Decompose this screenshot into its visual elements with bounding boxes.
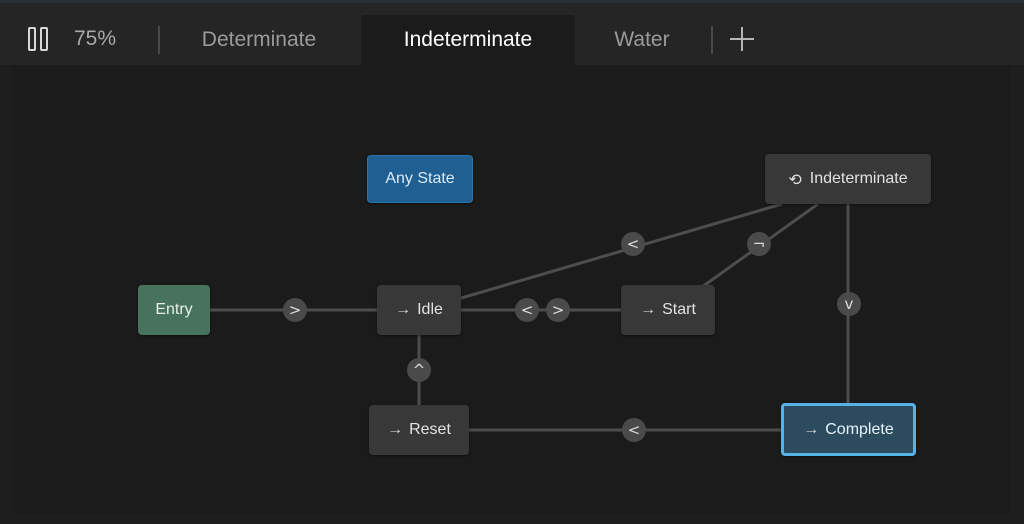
zoom-level[interactable]: 75% bbox=[74, 27, 117, 50]
arrow-icon: → bbox=[387, 421, 404, 438]
state-label: Start bbox=[662, 301, 696, 318]
tab-water[interactable]: Water bbox=[614, 28, 670, 51]
tab-indeterminate[interactable]: Indeterminate bbox=[361, 15, 575, 65]
state-label: Complete bbox=[825, 420, 894, 438]
transition-start-indeterminate-chevron-icon[interactable]: ¬ bbox=[747, 232, 771, 256]
state-label: Any State bbox=[385, 170, 455, 187]
transition-idle-start-chevron-right-icon[interactable]: > bbox=[546, 298, 570, 322]
window-top-border bbox=[0, 0, 1024, 3]
state-indeterminate[interactable]: ⟲ Indeterminate bbox=[765, 154, 931, 204]
state-label: Indeterminate bbox=[809, 170, 908, 187]
state-label: Entry bbox=[155, 301, 193, 318]
transition-entry-idle-chevron-right-icon[interactable]: > bbox=[283, 298, 307, 322]
add-tab-icon[interactable] bbox=[728, 25, 756, 53]
arrow-icon: → bbox=[640, 301, 657, 318]
loop-icon: ⟲ bbox=[788, 169, 802, 189]
state-label: Idle bbox=[417, 301, 443, 318]
state-entry[interactable]: Entry bbox=[138, 285, 210, 335]
toolbar-divider bbox=[711, 26, 713, 54]
transition-start-idle-chevron-left-icon[interactable]: < bbox=[515, 298, 539, 322]
state-start[interactable]: → Start bbox=[621, 285, 715, 335]
state-reset[interactable]: → Reset bbox=[369, 405, 469, 455]
transition-indeterminate-complete-chevron-down-icon[interactable]: v bbox=[837, 292, 861, 316]
transition-indeterminate-idle-chevron-left-icon[interactable]: < bbox=[621, 232, 645, 256]
transition-complete-reset-chevron-left-icon[interactable]: < bbox=[622, 418, 646, 442]
toolbar-divider bbox=[158, 26, 160, 54]
transition-reset-idle-chevron-up-icon[interactable]: ^ bbox=[407, 358, 431, 382]
arrow-icon: → bbox=[803, 420, 820, 438]
pause-icon[interactable] bbox=[24, 25, 54, 55]
edge-indeterminate-idle bbox=[457, 202, 783, 301]
tab-bar: 75% Determinate Indeterminate Water bbox=[0, 3, 1024, 65]
arrow-icon: → bbox=[395, 301, 412, 318]
graph-canvas[interactable]: Any State ⟲ Indeterminate Entry → Idle →… bbox=[12, 65, 1010, 514]
state-complete[interactable]: → Complete bbox=[781, 403, 916, 456]
state-label: Reset bbox=[409, 421, 451, 438]
state-idle[interactable]: → Idle bbox=[377, 285, 461, 335]
state-any-state[interactable]: Any State bbox=[367, 155, 473, 203]
tab-determinate[interactable]: Determinate bbox=[201, 28, 317, 51]
